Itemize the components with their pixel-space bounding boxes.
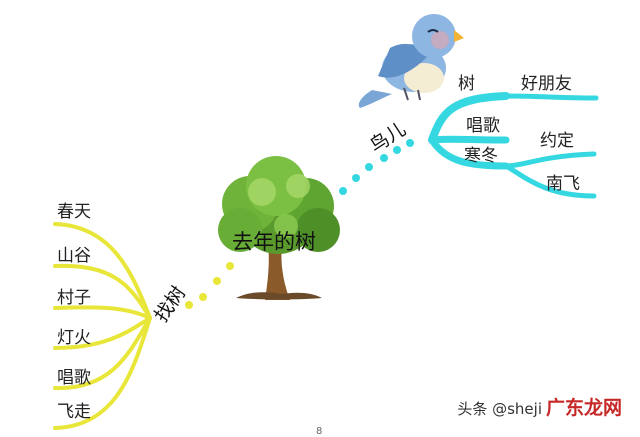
right-subitem-label: 好朋友 <box>521 74 572 94</box>
right-item-label: 树 <box>458 74 475 94</box>
left-item-label: 唱歌 <box>57 368 91 388</box>
watermark-text: 头条 @sheji <box>457 400 542 418</box>
left-item-label: 村子 <box>57 288 91 308</box>
watermark-logo: 广东龙网 <box>545 397 622 419</box>
left-branch-lines <box>53 222 152 430</box>
left-dotted-connector <box>185 262 234 309</box>
left-item-label: 灯火 <box>57 328 91 348</box>
right-subitem-label: 约定 <box>540 131 574 151</box>
right-subitem-label: 南飞 <box>546 174 580 194</box>
bird-icon <box>358 14 464 108</box>
right-dotted-connector <box>339 139 414 195</box>
left-item-label: 山谷 <box>57 246 91 266</box>
left-item-label: 飞走 <box>57 402 91 422</box>
page-number: 8 <box>316 426 323 437</box>
right-item-label: 寒冬 <box>464 146 498 166</box>
right-branch-lines <box>428 92 599 199</box>
central-topic: 去年的树 <box>232 230 316 254</box>
left-item-label: 春天 <box>57 202 91 222</box>
right-item-label: 唱歌 <box>466 116 500 136</box>
tree-icon <box>218 156 340 300</box>
